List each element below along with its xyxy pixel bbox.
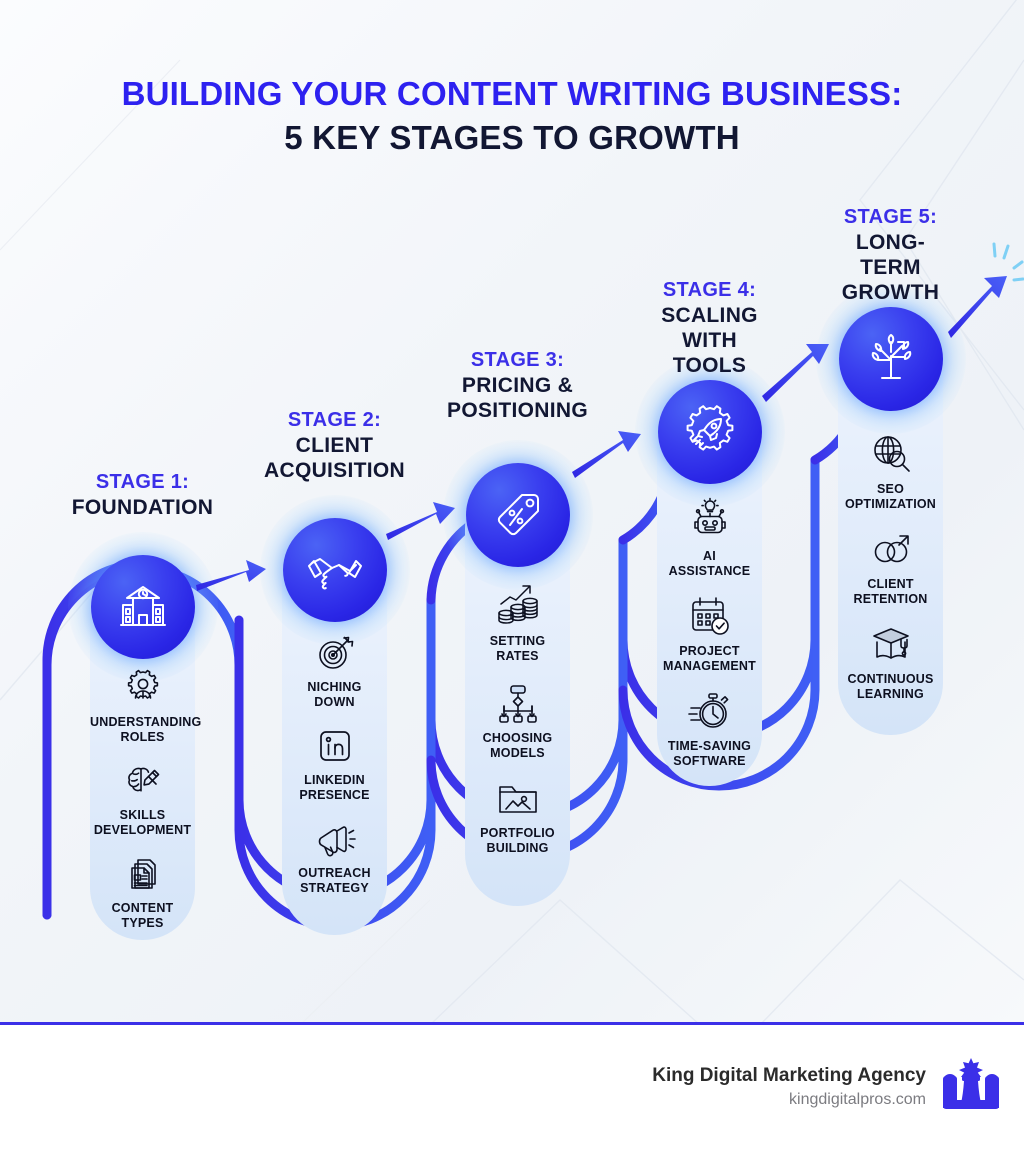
stage-3-item-2[interactable]: CHOOSING MODELS	[465, 679, 570, 760]
calendar-check-icon	[657, 592, 762, 640]
stage-3-item-1[interactable]: SETTING RATES	[465, 578, 570, 663]
footer-divider	[0, 1022, 1024, 1025]
stage-2-item-2[interactable]: LINKEDIN PRESENCE	[282, 723, 387, 802]
brain-pencil-icon	[90, 758, 195, 804]
stage-5-item-3-label: CONTINUOUS LEARNING	[847, 672, 934, 701]
stage-4-item-3-label: TIME-SAVING SOFTWARE	[667, 739, 752, 768]
stage-5-items: SEO OPTIMIZATION CLIENT RETENTION	[838, 428, 943, 703]
infographic-canvas: BUILDING YOUR CONTENT WRITING BUSINESS: …	[0, 0, 1024, 1025]
stage-5-number: STAGE 5:	[843, 206, 938, 228]
stage-1-number: STAGE 1:	[95, 471, 190, 493]
stage-4-item-1-label: AI ASSISTANCE	[668, 549, 751, 578]
stage-3-heading: STAGE 3: PRICING & POSITIONING	[447, 348, 588, 423]
stage-3-items: SETTING RATES	[465, 578, 570, 857]
stage-5-item-1-label: SEO OPTIMIZATION	[844, 482, 937, 511]
folder-image-icon	[465, 776, 570, 822]
stage-5-item-2-label: CLIENT RETENTION	[853, 577, 928, 606]
stage-1-heading: STAGE 1: FOUNDATION	[72, 470, 213, 520]
stage-4-item-2[interactable]: PROJECT MANAGEMENT	[657, 592, 762, 673]
footer: King Digital Marketing Agency kingdigita…	[0, 1026, 1024, 1154]
stage-1-title: FOUNDATION	[71, 496, 214, 519]
brand-name: King Digital Marketing Agency	[652, 1064, 926, 1086]
chess-king-crown-logo	[943, 1058, 999, 1109]
stage-1-item-1[interactable]: UNDERSTANDING ROLES	[90, 665, 202, 744]
stage-4-items: AI ASSISTANCE	[657, 495, 762, 770]
megaphone-icon	[282, 816, 387, 862]
stage-3-title: PRICING & POSITIONING	[447, 374, 588, 422]
stage-2-item-2-label: LINKEDIN PRESENCE	[299, 773, 370, 802]
linkedin-icon	[282, 723, 387, 769]
documents-stack-icon	[90, 851, 195, 897]
globe-magnifier-icon	[838, 428, 943, 478]
title-line-1: BUILDING YOUR CONTENT WRITING BUSINESS:	[121, 75, 903, 112]
flowchart-icon	[465, 679, 570, 727]
stage-3-item-3[interactable]: PORTFOLIO BUILDING	[465, 776, 570, 855]
stage-2-item-3-label: OUTREACH STRATEGY	[298, 866, 371, 895]
page-title: BUILDING YOUR CONTENT WRITING BUSINESS: …	[0, 72, 1024, 160]
stage-1-items: UNDERSTANDING ROLES	[90, 665, 202, 932]
interlocking-rings-icon	[838, 525, 943, 573]
website-url[interactable]: kingdigitalpros.com	[789, 1090, 926, 1108]
stage-1-item-3-label: CONTENT TYPES	[111, 901, 174, 930]
stopwatch-icon	[657, 687, 762, 735]
stage-2-heading: STAGE 2: CLIENT ACQUISITION	[264, 408, 405, 483]
footer-text: King Digital Marketing Agency kingdigita…	[652, 1064, 926, 1111]
stage-5-item-2[interactable]: CLIENT RETENTION	[838, 525, 943, 606]
stage-3-item-2-label: CHOOSING MODELS	[482, 731, 553, 760]
graduation-book-icon	[838, 620, 943, 668]
stage-3-number: STAGE 3:	[470, 349, 565, 371]
stage-2-items: NICHING DOWN LINKEDIN PRESENCE	[282, 630, 387, 897]
sparkle-lines	[992, 242, 1024, 282]
stage-4-item-2-label: PROJECT MANAGEMENT	[663, 644, 756, 673]
stage-2-item-3[interactable]: OUTREACH STRATEGY	[282, 816, 387, 895]
stage-1-item-2-label: SKILLS DEVELOPMENT	[93, 808, 192, 837]
stage-1-item-2[interactable]: SKILLS DEVELOPMENT	[90, 758, 195, 837]
title-line-2: 5 KEY STAGES TO GROWTH	[284, 119, 740, 156]
background-geometry	[0, 0, 1024, 1025]
stage-4-number: STAGE 4:	[662, 279, 757, 301]
stage-5-item-3[interactable]: CONTINUOUS LEARNING	[838, 620, 943, 701]
stage-1-item-3[interactable]: CONTENT TYPES	[90, 851, 195, 930]
stage-5-item-1[interactable]: SEO OPTIMIZATION	[838, 428, 943, 511]
stage-2-title: CLIENT ACQUISITION	[264, 434, 405, 482]
stage-2-number: STAGE 2:	[287, 409, 382, 431]
stage-1-item-1-label: UNDERSTANDING ROLES	[90, 715, 202, 744]
stage-3-item-3-label: PORTFOLIO BUILDING	[480, 826, 555, 855]
stage-2-item-1-label: NICHING DOWN	[307, 680, 362, 709]
stage-3-item-1-label: SETTING RATES	[489, 634, 546, 663]
stage-4-item-3[interactable]: TIME-SAVING SOFTWARE	[657, 687, 762, 768]
